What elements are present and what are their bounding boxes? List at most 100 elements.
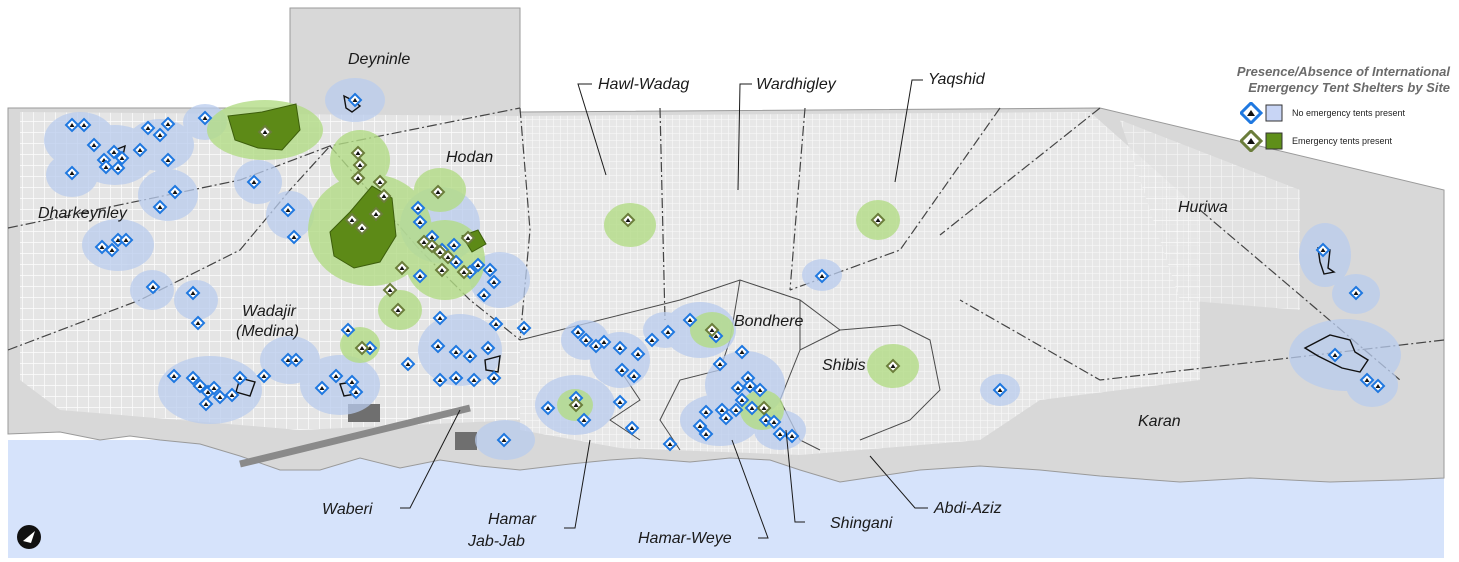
- no-tents-site-marker: [192, 378, 208, 394]
- tents-site-marker: [870, 212, 886, 228]
- no-tents-site-marker: [1370, 378, 1386, 394]
- no-tents-site-marker: [992, 382, 1008, 398]
- no-tents-site-marker: [198, 396, 214, 412]
- label-hamar-weye: Hamar-Weye: [638, 530, 732, 547]
- no-tents-site-marker: [482, 262, 498, 278]
- no-tents-site-marker: [596, 334, 612, 350]
- no-tents-site-marker: [784, 428, 800, 444]
- no-tents-site-marker: [114, 150, 130, 166]
- label-wardhigley: Wardhigley: [756, 76, 837, 93]
- no-tents-site-marker: [224, 387, 240, 403]
- no-tents-site-marker: [660, 324, 676, 340]
- no-tents-site-marker: [432, 310, 448, 326]
- no-tents-site-marker: [64, 165, 80, 181]
- no-tents-site-marker: [212, 389, 228, 405]
- label-huriwa: Huriwa: [1178, 199, 1228, 216]
- label-deyninle: Deyninle: [348, 51, 410, 68]
- no-tents-site-marker: [400, 356, 416, 372]
- no-tents-site-marker: [314, 380, 330, 396]
- no-tents-site-marker: [1327, 347, 1343, 363]
- no-tents-site-marker: [1315, 242, 1331, 258]
- legend-label-tents: Emergency tents present: [1292, 136, 1393, 146]
- no-tents-site-marker: [752, 382, 768, 398]
- label-karan: Karan: [1138, 413, 1181, 430]
- tents-site-marker: [354, 340, 370, 356]
- no-tents-site-marker: [140, 120, 156, 136]
- no-tents-site-marker: [410, 200, 426, 216]
- no-tents-site-marker: [118, 232, 134, 248]
- no-tents-site-marker: [185, 370, 201, 386]
- tents-site-marker: [620, 212, 636, 228]
- no-tents-legend-icon: [1240, 102, 1283, 124]
- no-tents-site-marker: [772, 426, 788, 442]
- no-tents-site-marker: [347, 92, 363, 108]
- tents-site-marker: [460, 230, 476, 246]
- label-medina: (Medina): [236, 323, 299, 340]
- airport: [239, 404, 477, 468]
- no-tents-site-marker: [106, 144, 122, 160]
- no-tents-site-marker: [232, 370, 248, 386]
- legend-title-line1: Presence/Absence of International: [1236, 64, 1450, 79]
- no-tents-site-marker: [132, 142, 148, 158]
- no-tents-site-marker: [448, 344, 464, 360]
- no-tents-site-marker: [197, 110, 213, 126]
- no-tents-site-marker: [744, 400, 760, 416]
- tents-site-marker: [368, 206, 384, 222]
- no-tents-site-marker: [145, 279, 161, 295]
- label-hamar: Hamar: [488, 511, 537, 528]
- no-tents-site-marker: [462, 348, 478, 364]
- no-tents-site-marker: [98, 159, 114, 175]
- no-tents-site-marker: [104, 242, 120, 258]
- no-tents-site-marker: [348, 384, 364, 400]
- label-jab-jab: Jab-Jab: [467, 533, 525, 550]
- tents-site-marker: [885, 358, 901, 374]
- no-tents-site-marker: [206, 380, 222, 396]
- no-tents-site-marker: [540, 400, 556, 416]
- no-tents-site-marker: [446, 237, 462, 253]
- tents-site-marker: [257, 124, 273, 140]
- label-shingani: Shingani: [830, 515, 893, 532]
- no-tents-site-marker: [160, 152, 176, 168]
- tents-site-marker: [704, 322, 720, 338]
- no-tents-site-marker: [698, 426, 714, 442]
- no-tents-site-marker: [730, 380, 746, 396]
- north-arrow-icon: [17, 525, 41, 549]
- no-tents-site-marker: [286, 229, 302, 245]
- no-tents-site-marker: [1348, 285, 1364, 301]
- no-tents-site-marker: [152, 199, 168, 215]
- legend: Presence/Absence of International Emerge…: [1168, 64, 1450, 152]
- tents-site-marker: [424, 238, 440, 254]
- no-tents-site-marker: [190, 315, 206, 331]
- tents-site-marker: [376, 188, 392, 204]
- no-tents-site-marker: [682, 312, 698, 328]
- label-yaqshid: Yaqshid: [928, 71, 986, 88]
- no-tents-site-marker: [432, 372, 448, 388]
- tents-site-marker: [456, 264, 472, 280]
- urban-street-grid-east: [520, 112, 1200, 455]
- no-tents-site-marker: [718, 410, 734, 426]
- no-tents-site-marker: [626, 368, 642, 384]
- no-tents-site-marker: [766, 414, 782, 430]
- legend-item-tents: Emergency tents present: [1240, 130, 1450, 152]
- tents-site-marker: [350, 170, 366, 186]
- no-tents-site-marker: [1359, 372, 1375, 388]
- no-tents-site-marker: [110, 160, 126, 176]
- outer-street-grid: [1120, 120, 1300, 310]
- tents-site-marker: [390, 302, 406, 318]
- no-tents-site-marker: [246, 174, 262, 190]
- tents-site-marker: [434, 262, 450, 278]
- label-hawl-wadag: Hawl-Wadag: [598, 76, 689, 93]
- label-shibis: Shibis: [822, 357, 866, 374]
- no-tents-site-marker: [160, 116, 176, 132]
- no-tents-markers: [64, 92, 1386, 452]
- no-tents-site-marker: [185, 285, 201, 301]
- district-labels: Deyninle Hawl-Wadag Wardhigley Yaqshid H…: [38, 51, 1228, 550]
- tents-site-marker: [350, 145, 366, 161]
- no-tents-site-marker: [167, 184, 183, 200]
- tents-site-marker: [382, 282, 398, 298]
- no-tents-site-marker: [340, 322, 356, 338]
- label-bondhere: Bondhere: [734, 313, 803, 330]
- label-waberi: Waberi: [322, 501, 373, 518]
- no-tents-site-marker: [742, 378, 758, 394]
